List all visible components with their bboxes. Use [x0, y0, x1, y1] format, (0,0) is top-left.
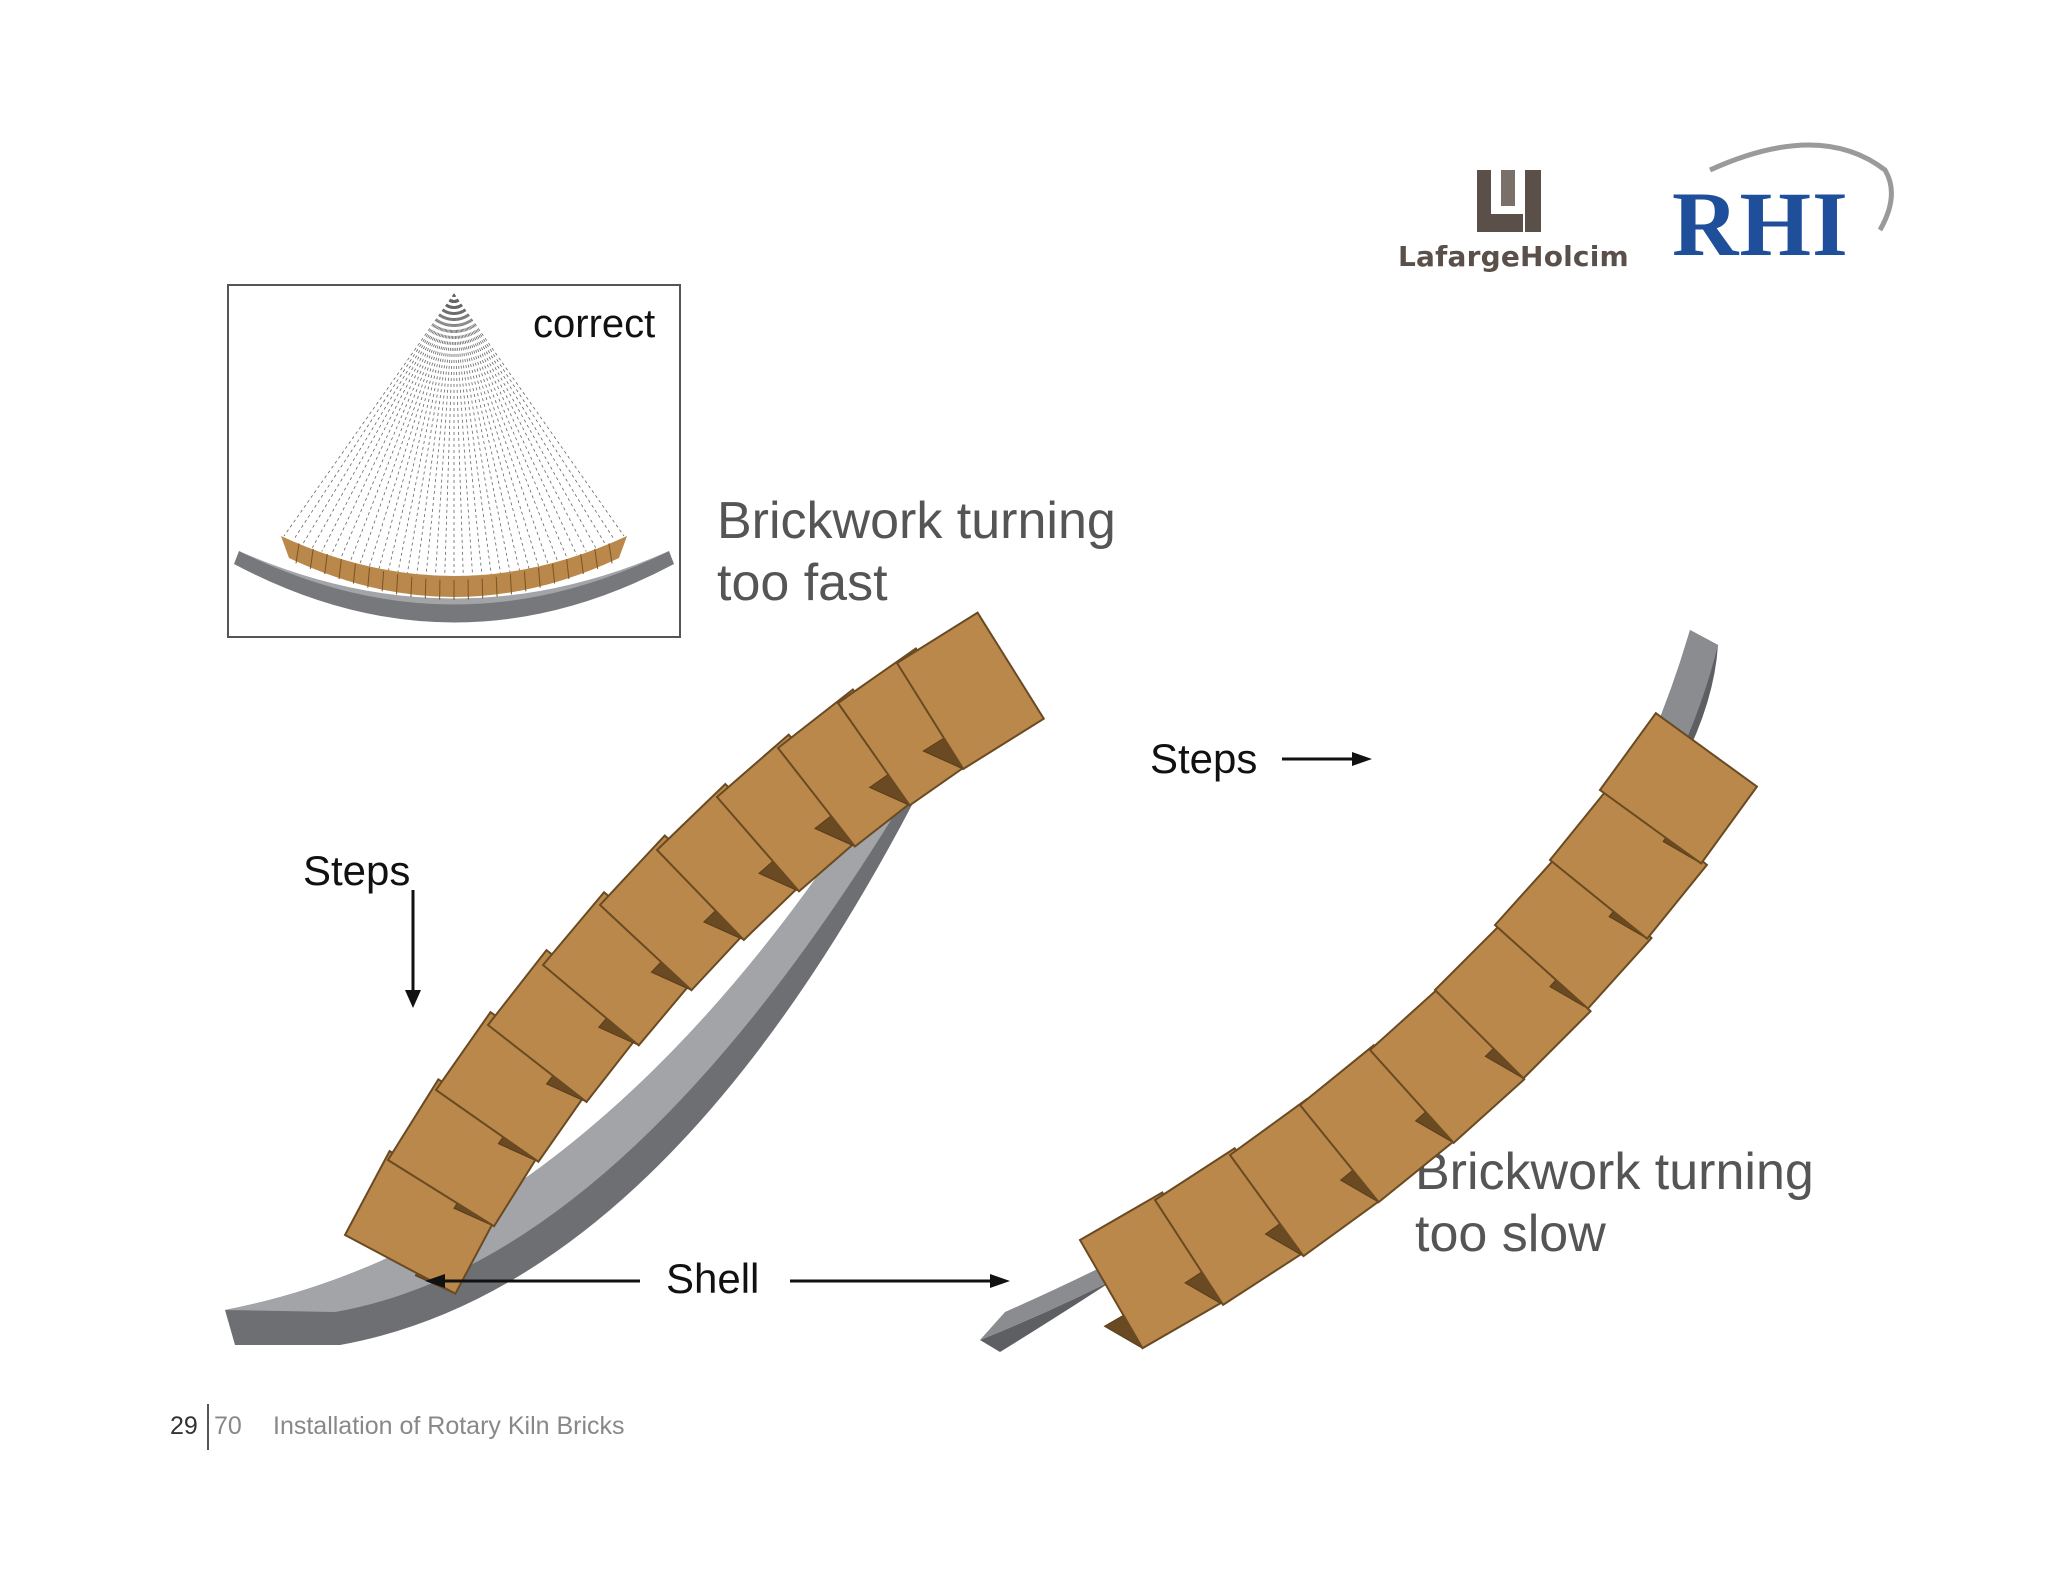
heading-too-slow: Brickwork turning too slow	[1415, 1141, 1814, 1265]
correct-label: correct	[533, 302, 656, 346]
shell-label: Shell	[666, 1255, 760, 1302]
rhi-logo-arc	[1708, 142, 1894, 232]
page-number: 29	[170, 1412, 198, 1440]
footer-title: Installation of Rotary Kiln Bricks	[273, 1412, 625, 1440]
rhi-logo-text: RHI	[1672, 173, 1849, 275]
steps-label-left: Steps	[303, 847, 411, 894]
lafargeholcim-logo-text: LafargeHolcim	[1398, 240, 1629, 273]
correct-inset-diagram	[234, 293, 674, 623]
lafargeholcim-logo-mark	[1477, 170, 1541, 232]
page-total: 70	[214, 1412, 242, 1440]
heading-too-fast: Brickwork turning too fast	[717, 490, 1116, 614]
heading-too-slow-line1: Brickwork turning	[1415, 1143, 1814, 1201]
heading-too-slow-line2: too slow	[1415, 1205, 1606, 1263]
heading-too-fast-line2: too fast	[717, 554, 888, 612]
heading-too-fast-line1: Brickwork turning	[717, 492, 1116, 550]
steps-label-right: Steps	[1150, 735, 1258, 782]
page-separator	[207, 1404, 209, 1450]
